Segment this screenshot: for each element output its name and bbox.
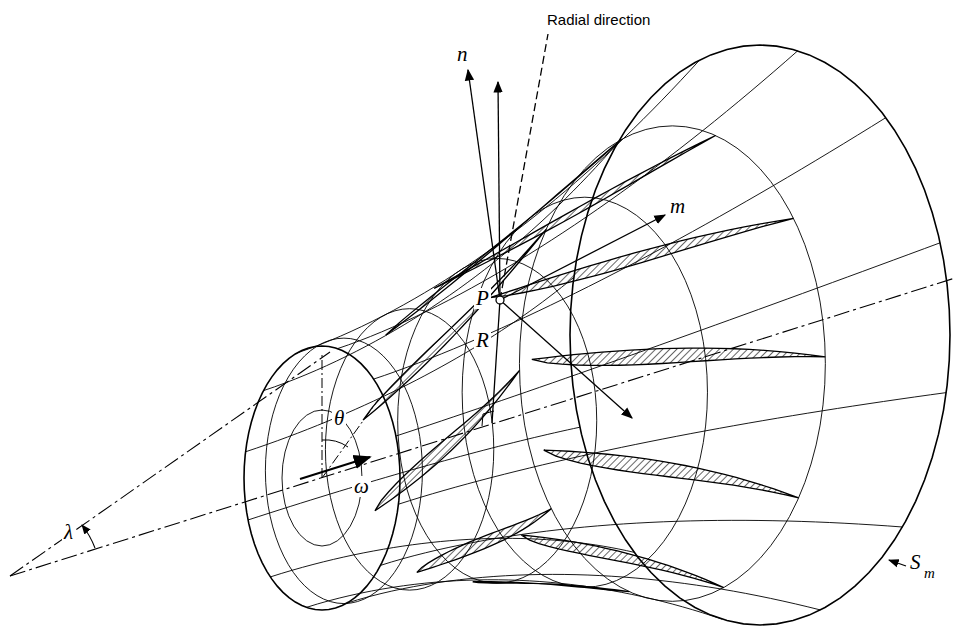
meridional-line <box>246 277 574 451</box>
circumferential-line <box>398 258 597 583</box>
symbol-label: λ <box>62 522 75 543</box>
angle-arc <box>82 525 95 548</box>
blade-section <box>417 509 551 573</box>
meridional-line <box>396 243 940 436</box>
meridional-line <box>337 51 797 349</box>
blade-section <box>363 229 546 420</box>
normal-vector <box>468 70 500 300</box>
meridional-line <box>307 580 723 619</box>
circumferential-line <box>244 346 400 610</box>
point-marker <box>496 296 504 304</box>
circumferential-line <box>519 126 825 601</box>
radial-direction-line <box>500 34 548 300</box>
right-angle-mark <box>482 411 494 426</box>
meridional-line <box>347 574 821 610</box>
surface-lines <box>10 45 955 625</box>
blade-section <box>544 450 799 498</box>
blade-section <box>490 218 794 297</box>
blade-section <box>521 535 724 588</box>
blade-section <box>386 140 621 336</box>
symbol-label: m <box>668 196 687 217</box>
symbol-label: ω <box>352 476 371 497</box>
axis-line <box>10 278 955 576</box>
symbol-label: θ <box>332 408 346 429</box>
angle-radius <box>322 352 323 478</box>
direction-label: Radial direction <box>545 12 652 27</box>
surface-leader <box>889 560 906 566</box>
symbol-label: R <box>474 330 491 351</box>
vectors <box>300 34 906 566</box>
blade-section <box>473 582 630 592</box>
vertical-vector <box>498 82 500 300</box>
blade-section <box>434 136 715 289</box>
radius-line <box>492 300 500 423</box>
blade-section <box>532 348 825 365</box>
cone-generator <box>10 352 330 576</box>
symbol-label: n <box>455 44 470 65</box>
tangential-vector <box>500 300 632 418</box>
symbol-label: S <box>908 552 923 573</box>
angle-arc <box>322 440 348 447</box>
meridional-vector <box>500 215 665 300</box>
symbol-label: m <box>922 566 937 581</box>
circumferential-line <box>570 45 950 625</box>
meridional-line <box>297 60 699 353</box>
symbol-label: P <box>474 288 491 309</box>
angle-radius <box>322 400 378 478</box>
blade-row <box>363 136 825 592</box>
